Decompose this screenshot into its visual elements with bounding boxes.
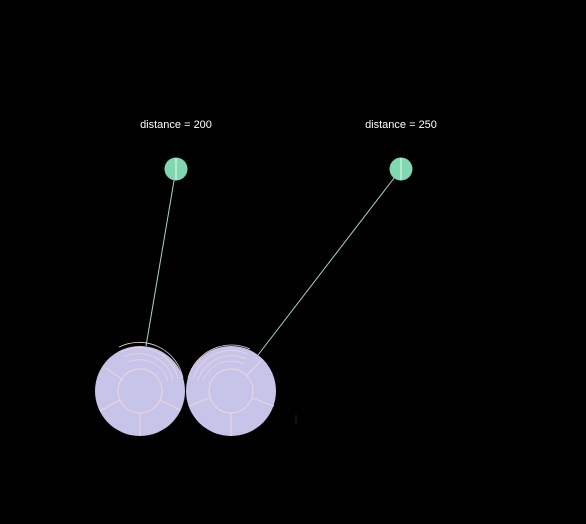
rope-left <box>145 168 177 347</box>
distance-label-right: distance = 250 <box>365 119 437 131</box>
bob-left[interactable] <box>95 341 185 436</box>
anchor-left[interactable] <box>164 157 188 181</box>
rope-right <box>257 168 402 356</box>
distance-label-left: distance = 200 <box>140 119 212 131</box>
bob-right[interactable] <box>186 344 276 436</box>
anchor-right[interactable] <box>389 157 413 181</box>
